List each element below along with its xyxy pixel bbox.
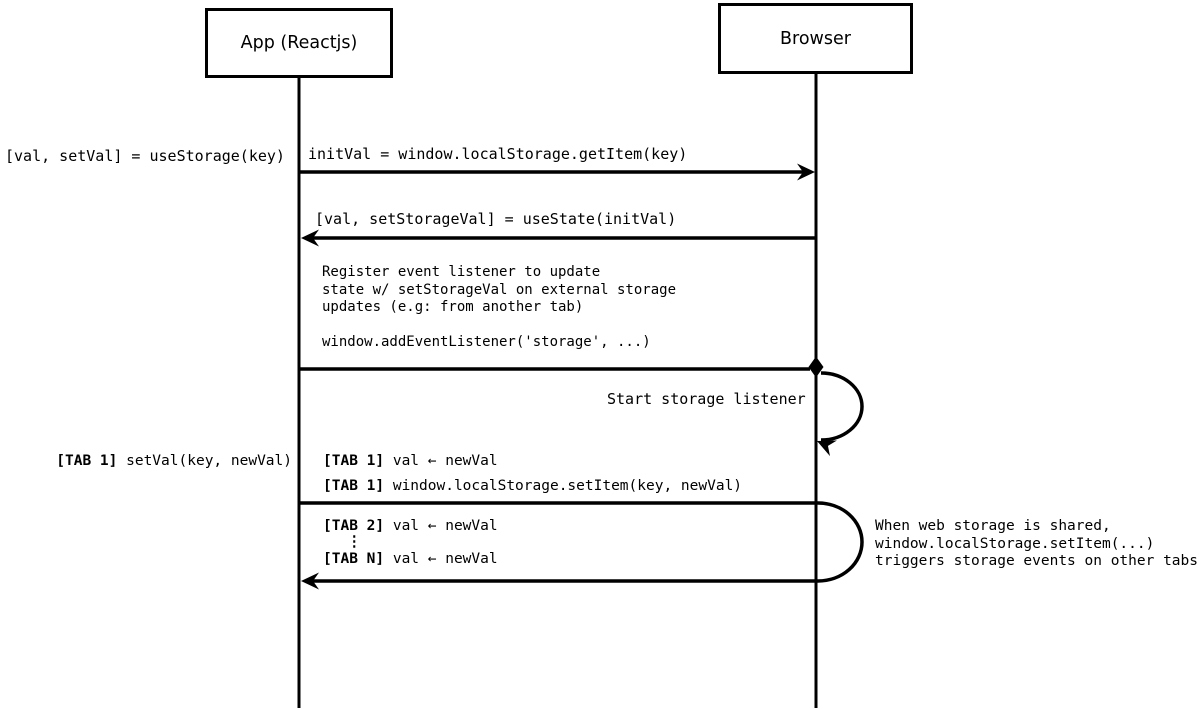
label-tabn-set-val-prefix: [TAB N] [323,551,385,567]
label-tab1-setval-prefix: [TAB 1] [56,453,118,469]
label-tabn-set-val: [TAB N] val ← newVal [323,550,498,568]
label-tab1-set-val-prefix: [TAB 1] [323,453,385,469]
note-shared-storage: When web storage is shared, window.local… [875,518,1199,570]
label-use-storage-call: [val, setVal] = useStorage(key) [5,147,285,165]
arrowhead-left-use-state [301,229,319,247]
label-get-item: initVal = window.localStorage.getItem(ke… [308,145,688,163]
label-tab1-setval-text: setVal(key, newVal) [117,453,292,469]
label-tab1-set-val-text: val ← newVal [384,453,498,469]
arrowhead-left-storage-events [301,572,319,590]
label-tab1-setitem-text: window.localStorage.setItem(key, newVal) [384,478,743,494]
arrowhead-self-loop [817,440,837,457]
label-tab2-set-val-text: val ← newVal [384,518,498,534]
label-tab1-setitem: [TAB 1] window.localStorage.setItem(key,… [323,477,742,495]
self-loop-arc-start-listener [820,371,864,442]
label-tab2-set-val-prefix: [TAB 2] [323,518,385,534]
loop-arc-storage-events [817,501,864,583]
label-tab1-setval-call: [TAB 1] setVal(key, newVal) [56,452,292,470]
participant-app-box: App (Reactjs) [205,8,393,78]
label-use-state: [val, setStorageVal] = useState(initVal) [315,210,677,228]
label-tab2-set-val: [TAB 2] val ← newVal [323,517,498,535]
label-start-storage-listener: Start storage listener [607,390,806,408]
label-tab1-setitem-prefix: [TAB 1] [323,478,385,494]
note-register-listener: Register event listener to update state … [322,264,677,350]
arrowhead-right-get-item [797,163,815,181]
participant-browser-box: Browser [718,3,913,74]
label-tabn-set-val-text: val ← newVal [384,551,498,567]
label-tab1-set-val: [TAB 1] val ← newVal [323,452,498,470]
label-ellipsis: ⋮ [347,534,362,550]
diamond-add-listener [808,356,824,378]
